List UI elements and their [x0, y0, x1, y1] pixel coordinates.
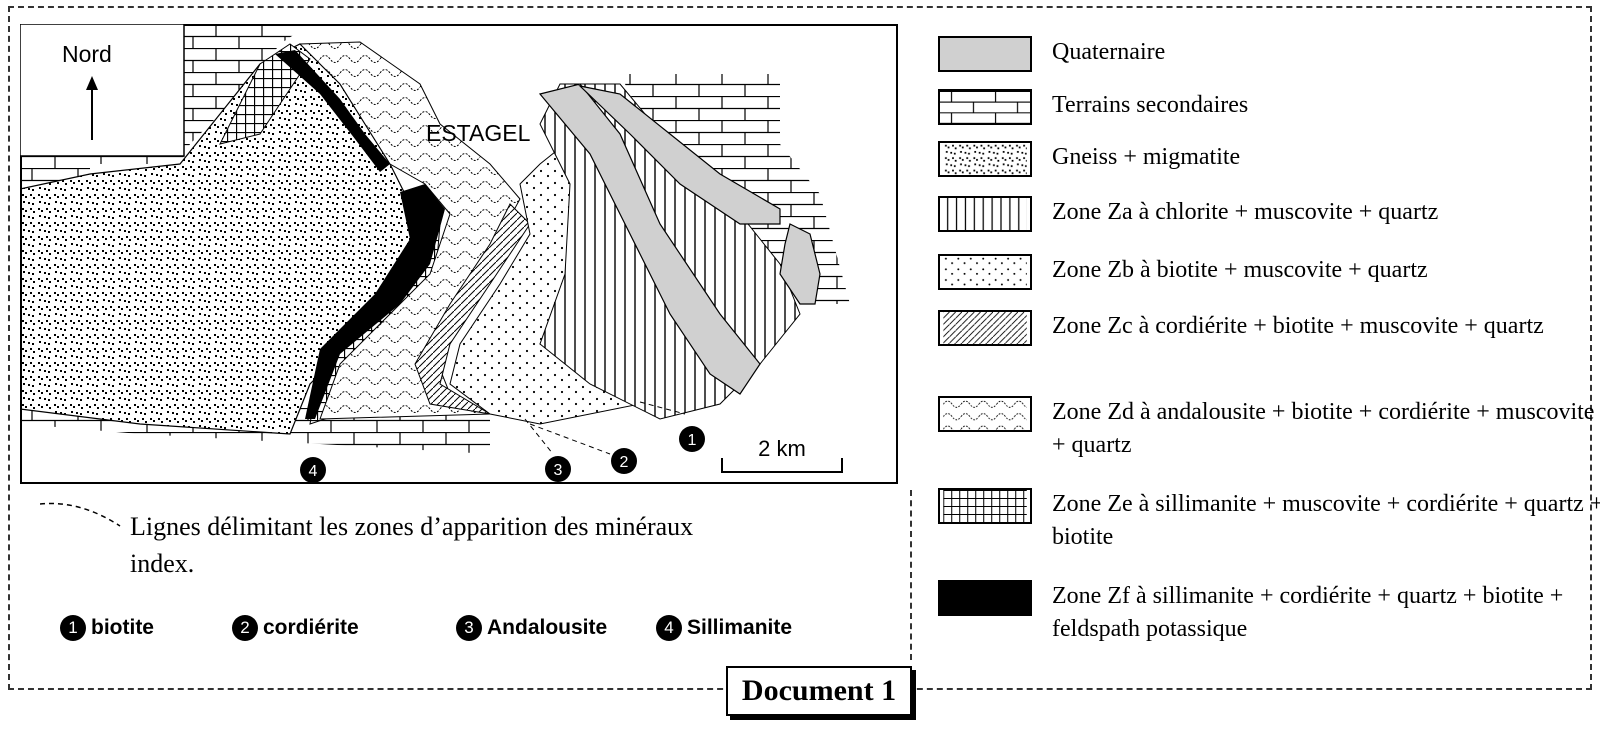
svg-text:1: 1	[688, 432, 697, 449]
swatch-zc	[938, 310, 1032, 346]
legend-ze: Zone Ze à sillimanite + muscovite + cord…	[938, 488, 1600, 554]
key-number: 1	[60, 615, 86, 641]
dashed-line-note: Lignes délimitant les zones d’apparition…	[130, 512, 694, 578]
key-cordierite: 2 cordiérite	[232, 615, 359, 641]
legend-label: Zone Zb à biotite + muscovite + quartz	[1052, 257, 1428, 283]
north-label: Nord	[62, 41, 112, 67]
legend-quaternaire: Quaternaire	[938, 36, 1600, 72]
legend-label: Zone Zd à andalousite + biotite + cordié…	[1052, 399, 1595, 458]
legend-label: Quaternaire	[1052, 39, 1166, 65]
town-label: ESTAGEL	[426, 120, 531, 146]
dashed-line-symbol	[40, 502, 121, 527]
zone-zf	[305, 184, 445, 419]
zone-ze-north	[219, 43, 311, 145]
marker-3: 3	[545, 456, 571, 482]
key-label: cordiérite	[263, 616, 359, 639]
key-number: 4	[656, 615, 682, 641]
north-arrow-icon	[86, 76, 98, 90]
dashed-separator	[910, 490, 912, 660]
legend-label: Zone Zf à sillimanite + cordiérite + qua…	[1052, 583, 1564, 642]
marker-1: 1	[679, 426, 705, 452]
swatch-zd	[938, 396, 1032, 432]
legend-zf: Zone Zf à sillimanite + cordiérite + qua…	[938, 580, 1600, 646]
key-label: biotite	[91, 616, 154, 639]
legend-label: Terrains secondaires	[1052, 92, 1249, 118]
zone-zf-north	[275, 50, 390, 172]
map-border	[20, 24, 898, 484]
quaternaire-deposit-3	[779, 223, 821, 305]
swatch-za	[938, 196, 1032, 232]
legend-label: Zone Ze à sillimanite + muscovite + cord…	[1052, 491, 1600, 550]
key-label: Sillimanite	[687, 616, 793, 639]
marker-4: 4	[300, 457, 326, 483]
legend-za: Zone Za à chlorite + muscovite + quartz	[938, 196, 1600, 232]
document-label: Document 1	[726, 666, 912, 716]
swatch-gneiss	[938, 141, 1032, 177]
key-sillimanite: 4 Sillimanite	[656, 615, 792, 641]
quaternaire-deposit	[538, 83, 761, 395]
legend-zc: Zone Zc à cordiérite + biotite + muscovi…	[938, 310, 1600, 346]
legend-label: Gneiss + migmatite	[1052, 144, 1241, 170]
legend-terrains-secondaires: Terrains secondaires	[938, 89, 1600, 125]
north-box	[20, 24, 185, 157]
svg-text:3: 3	[554, 462, 563, 479]
key-biotite: 1 biotite	[60, 615, 154, 641]
swatch-terrains-secondaires	[938, 89, 1032, 125]
svg-text:2: 2	[620, 454, 629, 471]
scale-bar	[721, 458, 843, 473]
swatch-ze	[938, 488, 1032, 524]
key-andalousite: 3 Andalousite	[456, 615, 607, 641]
swatch-zb	[938, 254, 1032, 290]
legend-gneiss: Gneiss + migmatite	[938, 141, 1600, 177]
swatch-zf	[938, 580, 1032, 616]
legend-zd: Zone Zd à andalousite + biotite + cordié…	[938, 396, 1600, 462]
legend-label: Zone Za à chlorite + muscovite + quartz	[1052, 199, 1439, 225]
marker-2: 2	[611, 448, 637, 474]
key-number: 2	[232, 615, 258, 641]
swatch-quaternaire	[938, 36, 1032, 72]
geological-map: Nord ESTAGEL 1 2 3 4 2 km	[20, 24, 898, 484]
legend-zb: Zone Zb à biotite + muscovite + quartz	[938, 254, 1600, 290]
key-number: 3	[456, 615, 482, 641]
legend-label: Zone Zc à cordiérite + biotite + muscovi…	[1052, 313, 1544, 339]
scale-label: 2 km	[758, 436, 806, 461]
quaternaire-deposit-2	[578, 85, 781, 225]
svg-text:4: 4	[309, 463, 318, 480]
key-label: Andalousite	[487, 616, 608, 639]
